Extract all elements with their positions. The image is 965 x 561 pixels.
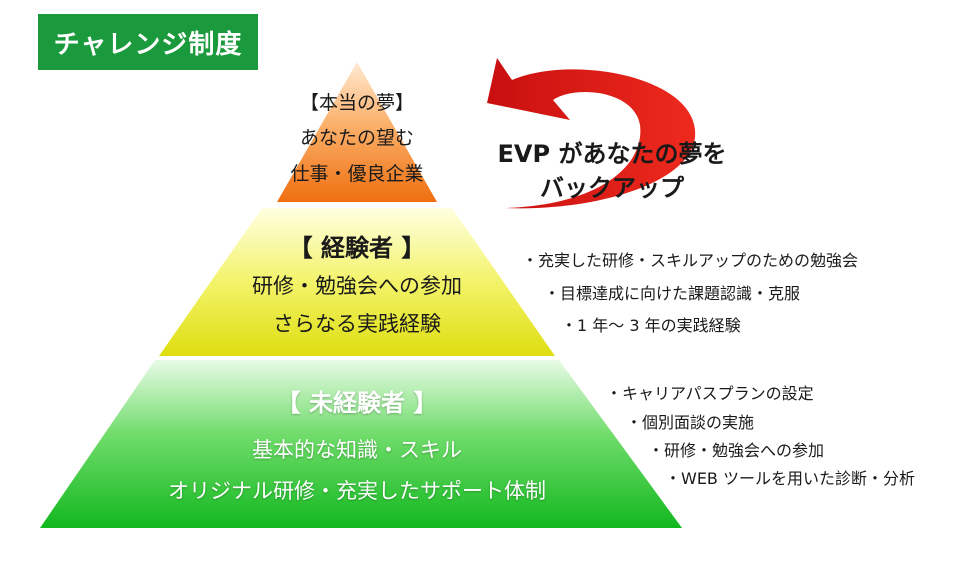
- curved-arrow: [487, 58, 696, 209]
- middle-tier-heading: 【 経験者 】: [288, 234, 426, 262]
- middle-note-2: ・目標達成に向けた課題認識・克服: [544, 284, 801, 303]
- arrow-caption-line-1: EVP があなたの夢を: [497, 140, 727, 168]
- bottom-tier-shape: [40, 360, 682, 528]
- middle-tier-line-1: 研修・勉強会への参加: [252, 274, 462, 298]
- bottom-note-2: ・個別面談の実施: [626, 413, 755, 432]
- bottom-note-1: ・キャリアパスプランの設定: [606, 384, 814, 403]
- middle-note-3: ・1 年〜 3 年の実践経験: [561, 316, 741, 335]
- middle-note-1: ・充実した研修・スキルアップのための勉強会: [522, 251, 859, 270]
- top-tier-line-2: 仕事・優良企業: [290, 163, 424, 185]
- bottom-note-4: ・WEB ツールを用いた診断・分析: [665, 469, 915, 488]
- bottom-tier-heading: 【 未経験者 】: [276, 389, 438, 417]
- bottom-tier-line-2: オリジナル研修・充実したサポート体制: [168, 479, 546, 503]
- top-tier-line-1: あなたの望む: [299, 127, 415, 149]
- page-title: チャレンジ制度: [38, 14, 258, 70]
- bottom-note-3: ・研修・勉強会への参加: [648, 441, 825, 460]
- top-tier-heading: 【本当の夢】: [299, 92, 415, 114]
- bottom-tier-line-1: 基本的な知識・スキル: [252, 438, 462, 462]
- top-tier-shape: [277, 62, 437, 202]
- arrow-caption-line-2: バックアップ: [540, 174, 684, 202]
- middle-tier-shape: [159, 208, 555, 356]
- middle-tier-line-2: さらなる実践経験: [273, 312, 441, 336]
